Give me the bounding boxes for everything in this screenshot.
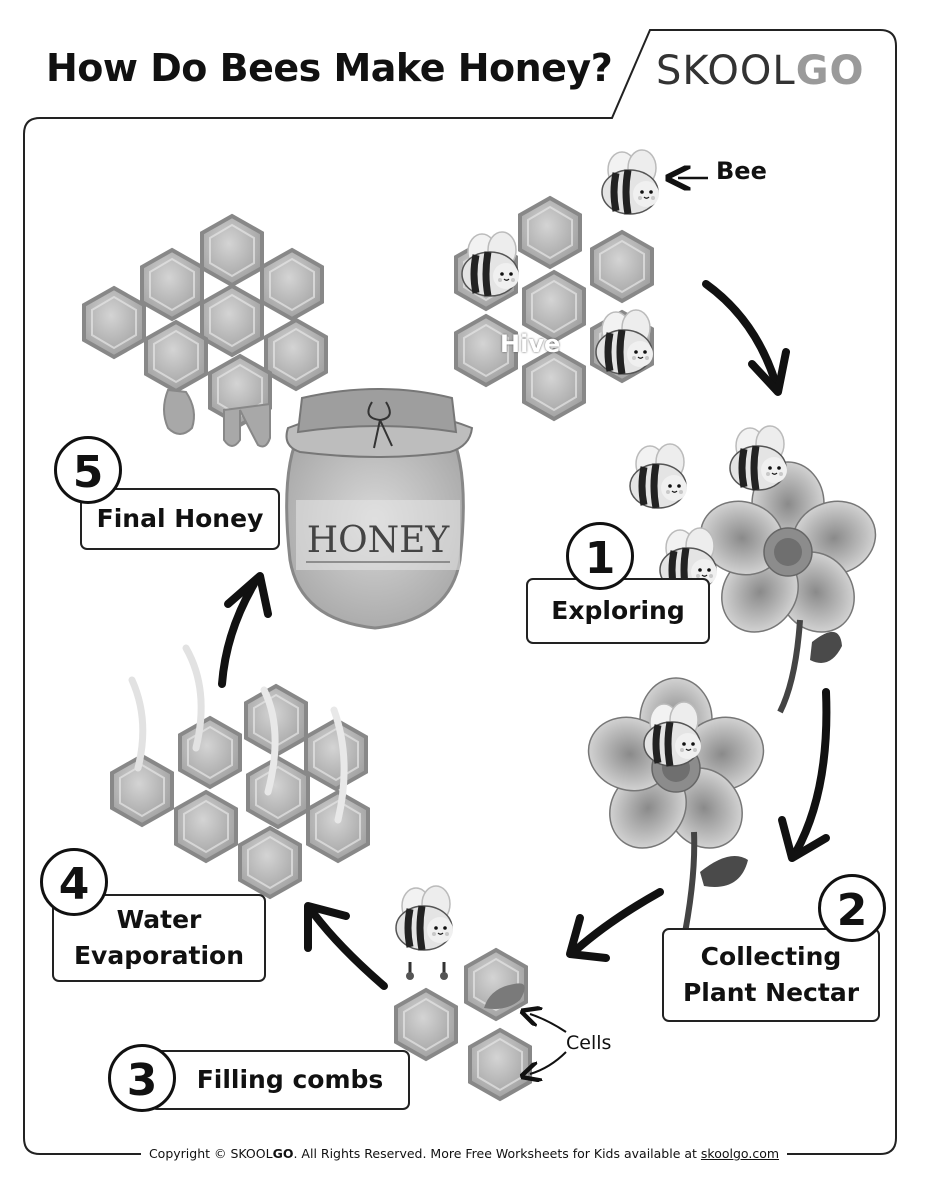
footer-go: GO [273,1146,294,1161]
step-1-label: Exploring [551,593,684,629]
step-2-label-line-1: Collecting [701,939,842,975]
footer-copyright: Copyright © SKOOLGO. All Rights Reserved… [0,1146,928,1161]
footer-link[interactable]: skoolgo.com [701,1146,779,1161]
bee-exploring-1 [630,444,687,508]
step-5-label-box: Final Honey [80,488,280,550]
step-5-number: 5 [54,436,122,504]
footer-middle: . All Rights Reserved. More Free Workshe… [293,1146,700,1161]
bee-exploring-2 [730,426,787,490]
step-1-label-box: Exploring [526,578,710,644]
jar-label-text: HONEY [307,520,451,561]
bee-hive-right [596,310,653,374]
honey-jar: HONEY [287,389,473,628]
brand-logo: SKOOLGO [656,48,865,94]
step-3-number: 3 [108,1044,176,1112]
step-4-label-line-2: Evaporation [74,938,244,974]
cells-comb [396,950,530,1099]
bee-top [602,150,659,214]
step-3-label-box: Filling combs [150,1050,410,1110]
brand-logo-go: GO [796,48,865,94]
dripping-honeycomb [84,216,326,446]
bee-collecting [644,702,701,766]
bee-label: Bee [716,157,767,185]
step-2-label-box: Collecting Plant Nectar [662,928,880,1022]
bee-filling [396,886,453,950]
step-5-label: Final Honey [97,501,264,537]
hive-label: Hive [500,330,560,358]
flower-exploring [691,462,885,647]
hive-honeycomb [456,198,652,419]
cells-label: Cells [566,1032,611,1054]
step-2-number: 2 [818,874,886,942]
step-2-label-line-2: Plant Nectar [683,975,859,1011]
brand-logo-skool: SKOOL [656,48,796,94]
step-4-number: 4 [40,848,108,916]
bee-hive-left [462,232,519,296]
step-4-label-line-1: Water [117,902,202,938]
footer-prefix: Copyright © SKOOL [149,1146,273,1161]
evaporation-honeycomb [112,648,368,897]
step-1-number: 1 [566,522,634,590]
step-3-label: Filling combs [177,1062,384,1098]
page-title: How Do Bees Make Honey? [46,46,612,90]
